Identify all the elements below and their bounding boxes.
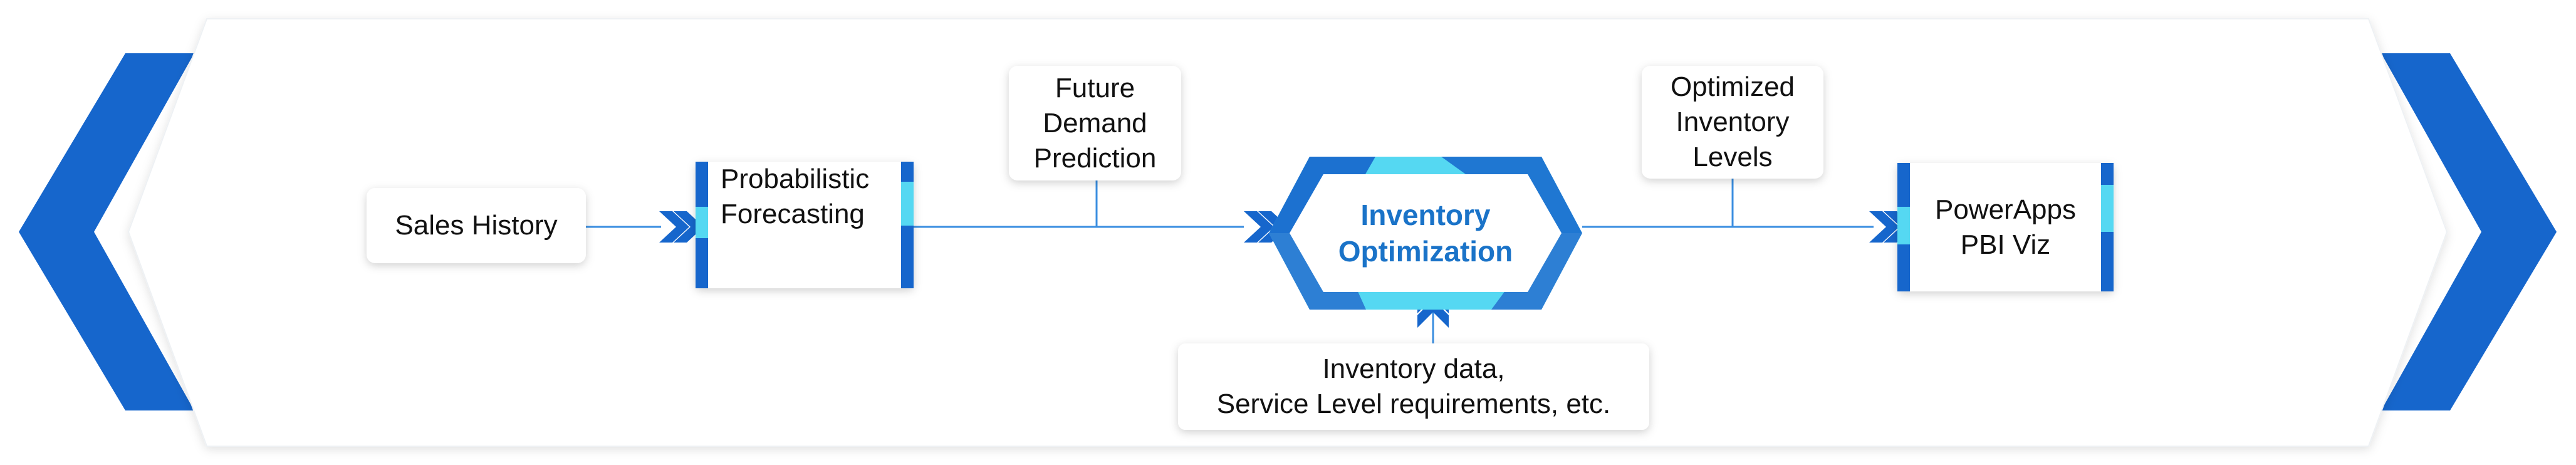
levels-line-1: Optimized bbox=[1670, 71, 1795, 102]
inventory-optimization-hexagon bbox=[1269, 157, 1582, 310]
probabilistic-forecasting-label: Probabilistic Forecasting bbox=[721, 162, 902, 288]
sales-history-label: Sales History bbox=[367, 188, 586, 263]
powerapps-label: PowerApps PBI Viz bbox=[1910, 163, 2101, 291]
inventory-data-card bbox=[1178, 343, 1649, 430]
forecasting-line-1: Probabilistic bbox=[721, 164, 870, 194]
inventory-data-label: Inventory data, Service Level requiremen… bbox=[1178, 343, 1649, 430]
sales-history-text: Sales History bbox=[395, 210, 558, 241]
sales-history-card bbox=[367, 188, 586, 263]
powerapps-line-2: PBI Viz bbox=[1960, 229, 2051, 260]
optimization-line-2: Optimization bbox=[1338, 235, 1513, 268]
future-demand-card bbox=[1009, 66, 1181, 180]
chevron-left-icon bbox=[19, 53, 194, 410]
optimized-levels-card bbox=[1642, 66, 1823, 179]
inventory-optimization-label: Inventory Optimization bbox=[1291, 174, 1560, 292]
optimization-line-1: Inventory bbox=[1360, 199, 1491, 231]
demand-line-3: Prediction bbox=[1033, 142, 1157, 174]
demand-line-1: Future bbox=[1055, 72, 1135, 103]
chevron-right-icon bbox=[2381, 53, 2557, 410]
levels-line-2: Inventory bbox=[1676, 107, 1790, 137]
levels-line-3: Levels bbox=[1692, 142, 1773, 172]
demand-line-2: Demand bbox=[1043, 107, 1147, 138]
optimized-levels-label: Optimized Inventory Levels bbox=[1642, 66, 1823, 179]
powerapps-line-1: PowerApps bbox=[1934, 194, 2076, 225]
forecasting-line-2: Forecasting bbox=[721, 199, 865, 229]
future-demand-label: Future Demand Prediction bbox=[1009, 66, 1181, 180]
inventory-data-line-1: Inventory data, bbox=[1322, 353, 1505, 384]
inventory-data-line-2: Service Level requirements, etc. bbox=[1216, 389, 1611, 419]
probabilistic-forecasting-card bbox=[696, 162, 914, 288]
connector-lines bbox=[586, 177, 1874, 343]
powerapps-card bbox=[1897, 163, 2114, 291]
